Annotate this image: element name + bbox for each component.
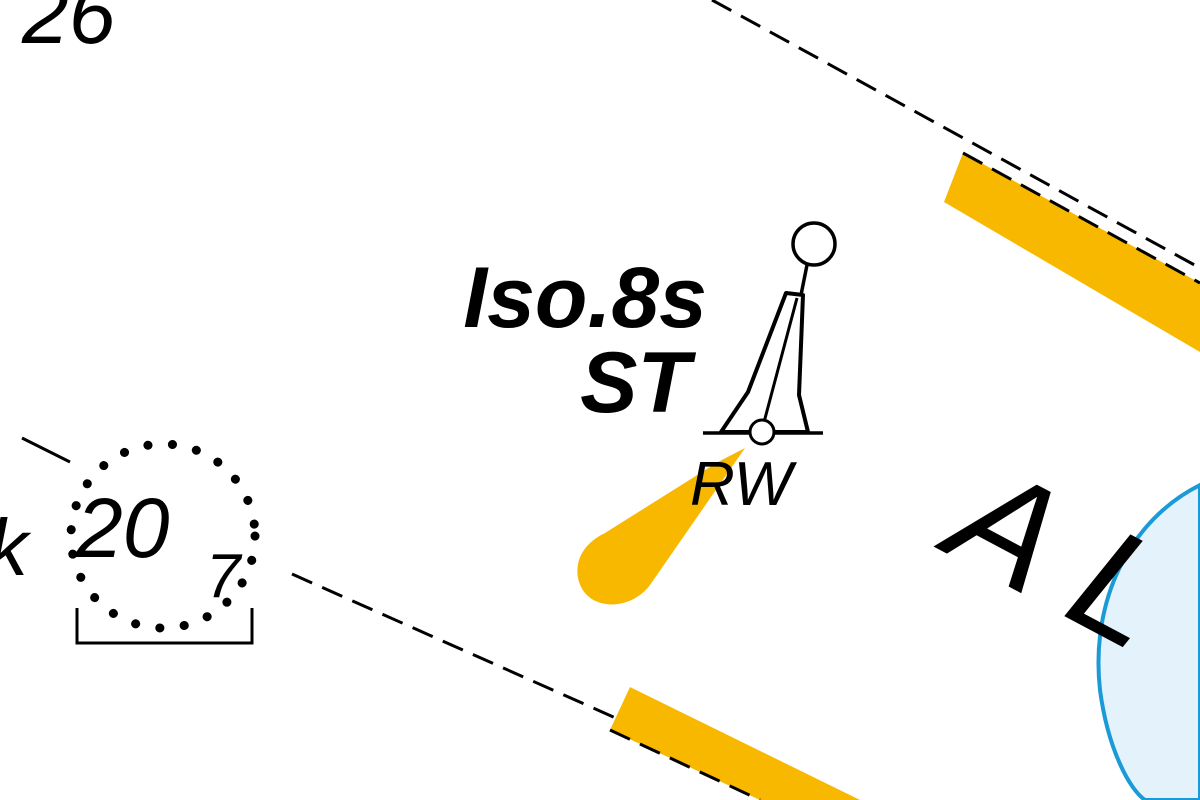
wreck-depth-main: 20 xyxy=(75,481,170,575)
wreck-bracket xyxy=(75,608,254,645)
wreck-prefix-label: k xyxy=(0,503,32,592)
shoal-water-area xyxy=(1096,482,1200,800)
leader-line xyxy=(21,436,71,464)
buoy-name-label: ST xyxy=(580,335,696,431)
depth-label-top-left: 26 xyxy=(21,0,116,61)
lower-limit-line-overlay xyxy=(609,728,761,800)
upper-limit-line xyxy=(711,0,1200,270)
safe-water-spar-buoy-icon xyxy=(703,221,837,446)
upper-limit-line-overlay xyxy=(962,151,1200,285)
buoy-colour-label: RW xyxy=(690,450,798,519)
light-characteristic-label: Iso.8s xyxy=(463,250,707,346)
wreck-danger-circle-icon xyxy=(66,439,260,645)
wreck-depth-sub: 7 xyxy=(206,542,243,611)
lower-sector-band xyxy=(610,687,860,800)
upper-sector-band xyxy=(944,153,1200,352)
light-flare-icon xyxy=(577,448,745,605)
